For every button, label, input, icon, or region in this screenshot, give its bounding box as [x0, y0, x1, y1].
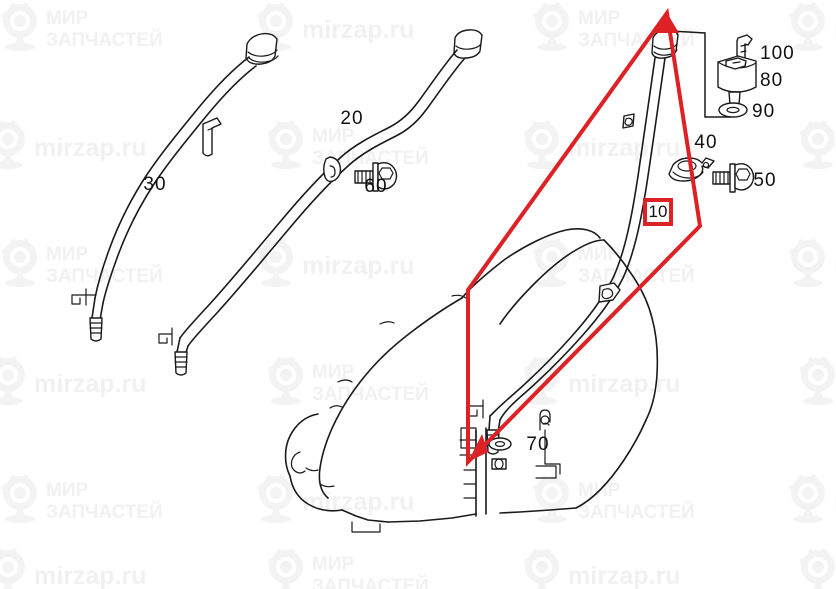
washer-70 — [488, 437, 512, 470]
dipstick-tube-30 — [71, 32, 279, 342]
callout-70-label: 70 — [526, 434, 549, 455]
bolt-50 — [712, 162, 755, 193]
callout-20-label: 20 — [340, 108, 363, 129]
callout-50-label: 50 — [753, 170, 776, 191]
sensor-plug-80 — [717, 55, 757, 108]
highlight-arrow-bottom — [468, 434, 488, 462]
o-ring-90 — [718, 102, 748, 118]
callout-100-label: 100 — [760, 43, 795, 64]
callout-60-label: 60 — [364, 176, 387, 197]
callout-40-label: 40 — [694, 132, 717, 153]
bolt-60 — [354, 161, 398, 192]
highlight-quadrilateral — [466, 7, 703, 467]
dipstick-tube-20 — [158, 29, 483, 376]
callout-10-label: 10 — [649, 202, 668, 221]
highlight-arrow-top — [655, 13, 679, 33]
callout-30-label: 30 — [143, 174, 166, 195]
callout-90-label: 90 — [752, 101, 775, 122]
callout-80-label: 80 — [760, 70, 783, 91]
dipstick-tube-10 — [468, 29, 679, 455]
callout-10-box — [643, 198, 673, 226]
